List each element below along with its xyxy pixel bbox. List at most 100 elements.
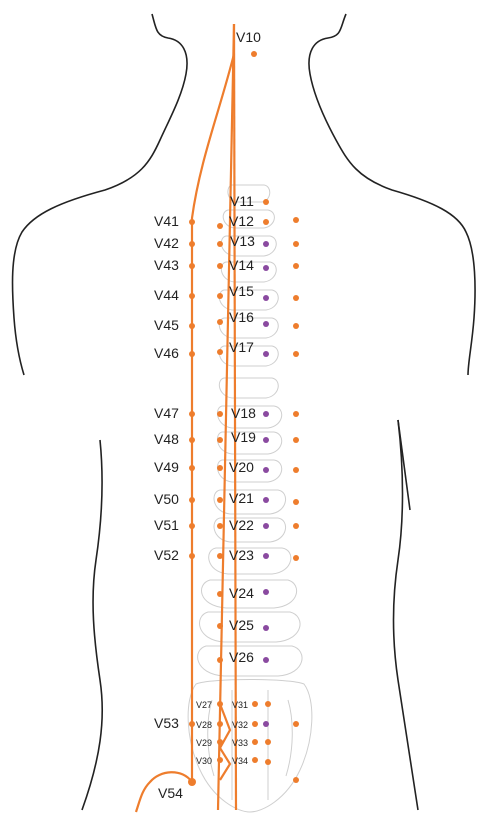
acupoint-orange (217, 437, 223, 443)
acupoint-label-v26: V26 (229, 649, 254, 665)
acupoint-orange (217, 657, 223, 663)
acupoint-label-v11: V11 (230, 193, 254, 209)
acupoint-orange (217, 739, 223, 745)
acupoint-orange (293, 555, 299, 561)
arm-inner-right (398, 420, 410, 510)
acupoint-orange (265, 759, 271, 765)
acupoint-purple (263, 497, 269, 503)
acupoint-orange (252, 701, 258, 707)
acupoint-orange (217, 757, 223, 763)
acupoint-orange (217, 623, 223, 629)
acupoint-orange (293, 721, 299, 727)
acupoint-label-v27: V27 (196, 700, 212, 710)
acupoint-label-v29: V29 (196, 738, 212, 748)
acupoint-purple (263, 721, 269, 727)
acupoint-label-v46: V46 (154, 345, 179, 361)
acupoint-orange (293, 295, 299, 301)
acupoint-orange (293, 351, 299, 357)
acupoint-label-v28: V28 (196, 720, 212, 730)
acupoint-orange (293, 241, 299, 247)
acupoint-orange (189, 437, 195, 443)
acupoint-label-v17: V17 (229, 339, 254, 355)
acupoint-orange (189, 721, 195, 727)
acupoint-label-v19: V19 (231, 429, 256, 445)
acupoint-orange (189, 411, 195, 417)
acupoint-orange (217, 523, 223, 529)
acupoint-label-v48: V48 (154, 431, 179, 447)
acupoint-label-v41: V41 (154, 213, 179, 229)
acupoint-label-v25: V25 (229, 617, 254, 633)
acupoint-label-v54: V54 (158, 785, 183, 801)
acupoint-orange (217, 553, 223, 559)
acupoint-label-v52: V52 (154, 547, 179, 563)
acupoint-label-v23: V23 (229, 547, 254, 563)
acupoint-label-v44: V44 (154, 287, 179, 303)
acupoint-orange (265, 739, 271, 745)
acupoint-orange (217, 223, 223, 229)
acupoint-label-v32: V32 (232, 720, 248, 730)
acupoint-orange (263, 199, 269, 205)
acupoint-label-v20: V20 (229, 459, 254, 475)
acupoint-orange (217, 263, 223, 269)
neck-right (309, 14, 475, 375)
acupoint-orange (293, 467, 299, 473)
acupoint-label-v15: V15 (229, 283, 254, 299)
acupoint-orange (217, 293, 223, 299)
acupoint-label-v24: V24 (229, 585, 254, 601)
acupoint-label-v16: V16 (229, 309, 254, 325)
acupoint-purple (263, 657, 269, 663)
acupoint-label-v31: V31 (232, 700, 248, 710)
acupoint-label-v14: V14 (229, 257, 254, 273)
acupoint-label-v43: V43 (154, 257, 179, 273)
acupoint-orange (217, 721, 223, 727)
acupoint-orange (188, 778, 196, 786)
acupoint-orange (263, 219, 269, 225)
acupoint-purple (263, 351, 269, 357)
acupoint-orange (189, 497, 195, 503)
acupoint-label-v53: V53 (154, 715, 179, 731)
acupoint-label-v34: V34 (232, 756, 248, 766)
outer-meridian-line (192, 54, 234, 782)
acupoint-orange (293, 777, 299, 783)
acupoint-orange (217, 349, 223, 355)
acupoint-orange (293, 499, 299, 505)
acupoint-orange (189, 523, 195, 529)
acupoint-label-v42: V42 (154, 235, 179, 251)
acupoint-orange (252, 739, 258, 745)
acupoint-orange (252, 757, 258, 763)
acupoint-purple (263, 411, 269, 417)
acupoint-purple (263, 265, 269, 271)
torso-left (82, 440, 102, 810)
acupoint-orange (293, 263, 299, 269)
acupoint-label-v12: V12 (229, 213, 254, 229)
acupoint-orange (293, 523, 299, 529)
acupoint-orange (293, 217, 299, 223)
acupoint-label-v33: V33 (232, 738, 248, 748)
acupoint-label-v50: V50 (154, 491, 179, 507)
acupoint-orange (251, 51, 257, 57)
acupoint-purple (263, 553, 269, 559)
acupoint-orange (265, 701, 271, 707)
acupoint-purple (263, 523, 269, 529)
acupoint-label-v51: V51 (154, 517, 179, 533)
acupoint-orange (189, 219, 195, 225)
acupoint-purple (263, 625, 269, 631)
acupoint-orange (189, 293, 195, 299)
acupoint-label-v10: V10 (236, 29, 261, 45)
acupoint-orange (217, 411, 223, 417)
acupoint-label-v47: V47 (154, 405, 179, 421)
acupoint-orange (217, 465, 223, 471)
acupoint-label-v49: V49 (154, 459, 179, 475)
acupoint-purple (263, 437, 269, 443)
acupoint-orange (189, 553, 195, 559)
acupoint-label-v21: V21 (229, 490, 254, 506)
acupoint-purple (263, 241, 269, 247)
acupoint-orange (189, 351, 195, 357)
acupoint-label-v13: V13 (230, 233, 255, 249)
acupoint-label-v18: V18 (231, 405, 256, 421)
acupoint-purple (263, 589, 269, 595)
acupoint-orange (217, 241, 223, 247)
acupoint-label-v22: V22 (229, 517, 254, 533)
acupoint-purple (263, 295, 269, 301)
